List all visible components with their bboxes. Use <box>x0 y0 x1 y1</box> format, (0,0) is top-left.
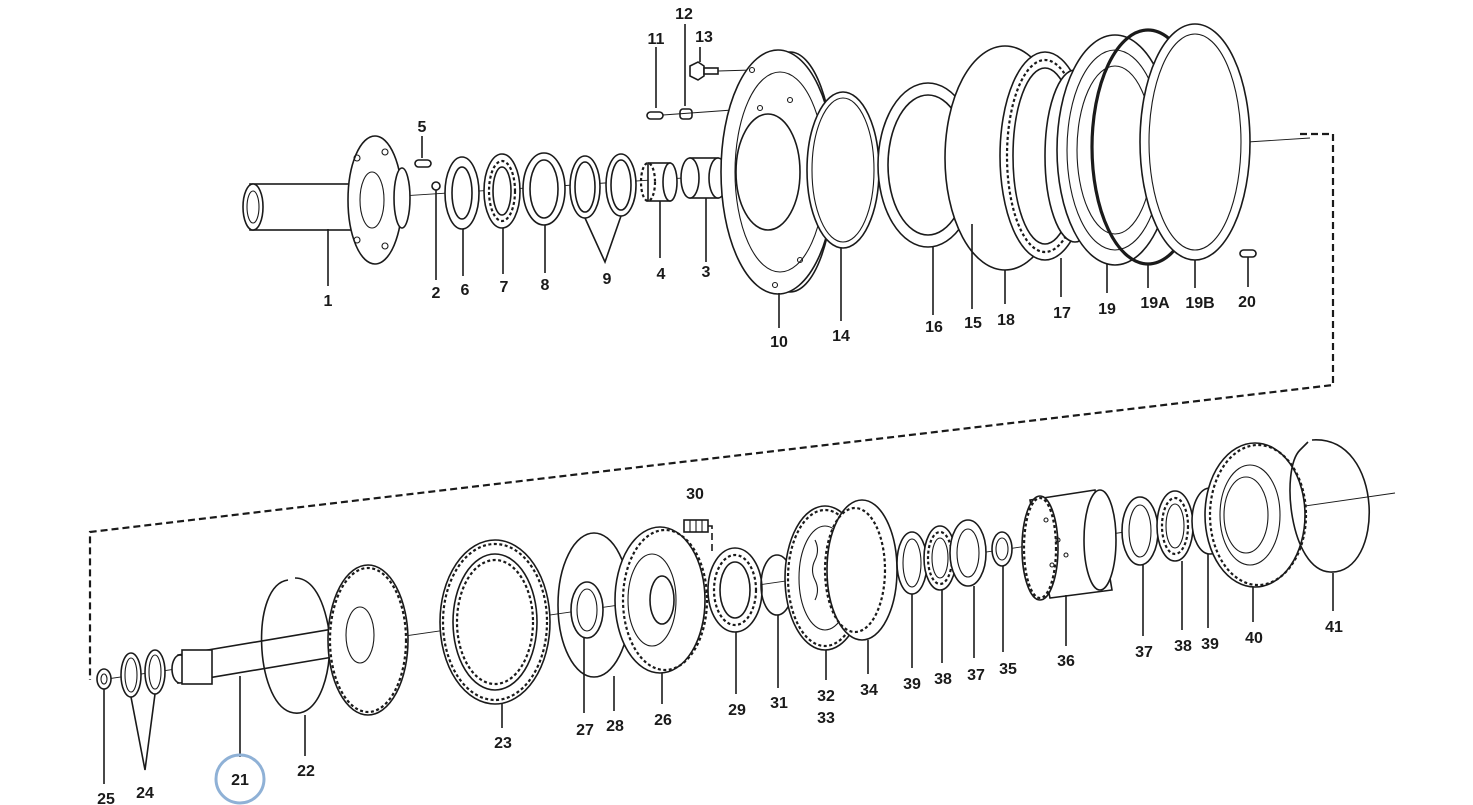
label-35[interactable]: 35 <box>999 661 1017 678</box>
label-38-lower[interactable]: 38 <box>934 671 952 688</box>
label-37-upper[interactable]: 37 <box>1135 644 1153 661</box>
label-24[interactable]: 24 <box>136 785 154 802</box>
lower-leader-lines <box>103 554 1334 784</box>
part-2-ball[interactable] <box>431 181 441 191</box>
label-8[interactable]: 8 <box>541 277 550 294</box>
part-11-pin[interactable] <box>646 111 664 120</box>
label-40[interactable]: 40 <box>1245 630 1263 647</box>
label-11[interactable]: 11 <box>648 31 665 48</box>
label-36[interactable]: 36 <box>1057 653 1075 670</box>
label-25[interactable]: 25 <box>97 791 115 805</box>
part-24-seal-rings[interactable] <box>120 649 166 698</box>
part-20-pin[interactable] <box>1239 249 1257 258</box>
part-6-washer[interactable] <box>444 156 480 230</box>
label-28[interactable]: 28 <box>606 718 624 735</box>
label-10[interactable]: 10 <box>770 334 788 351</box>
part-30-spring[interactable] <box>683 519 709 533</box>
part-5-pin[interactable] <box>414 159 432 168</box>
part-27-washer[interactable] <box>570 581 604 639</box>
label-1[interactable]: 1 <box>324 293 333 310</box>
part-39-ring-lower[interactable] <box>896 531 928 595</box>
label-2[interactable]: 2 <box>432 285 441 302</box>
label-19b[interactable]: 19B <box>1185 295 1214 312</box>
label-39-lower[interactable]: 39 <box>903 676 921 693</box>
label-34[interactable]: 34 <box>860 682 878 699</box>
label-32[interactable]: 32 <box>817 688 835 705</box>
label-21[interactable]: 21 <box>231 772 249 789</box>
label-27[interactable]: 27 <box>576 722 594 739</box>
part-3-bushing[interactable] <box>680 157 728 199</box>
part-labels: 1 2 3 4 5 6 7 8 9 10 11 12 13 14 15 16 1… <box>97 6 1343 805</box>
part-21-gear-disc[interactable] <box>327 564 409 716</box>
label-31[interactable]: 31 <box>770 695 788 712</box>
part-22-snap-ring[interactable] <box>260 577 331 714</box>
part-37-ring-lower[interactable] <box>949 519 987 587</box>
part-1-shaft-flange[interactable] <box>242 135 411 265</box>
part-4-needle-bearing[interactable] <box>639 161 678 203</box>
part-14-o-ring[interactable] <box>806 91 880 249</box>
part-7-bearing-ring[interactable] <box>483 153 521 229</box>
part-29-thrust-bearing[interactable] <box>707 547 763 633</box>
label-26[interactable]: 26 <box>654 712 672 729</box>
highlight-circle-part-21 <box>214 753 266 805</box>
part-25-washer[interactable] <box>96 668 112 690</box>
part-36-clutch-hub[interactable] <box>1021 489 1117 601</box>
part-37-ring-upper[interactable] <box>1121 496 1159 566</box>
label-41[interactable]: 41 <box>1325 619 1343 636</box>
part-26-carrier[interactable] <box>614 526 709 674</box>
label-20[interactable]: 20 <box>1238 294 1256 311</box>
label-19[interactable]: 19 <box>1098 301 1116 318</box>
label-3[interactable]: 3 <box>702 264 711 281</box>
label-16[interactable]: 16 <box>925 319 943 336</box>
part-13-bolt[interactable] <box>689 61 719 81</box>
label-15[interactable]: 15 <box>964 315 982 332</box>
label-12[interactable]: 12 <box>675 6 693 23</box>
label-13[interactable]: 13 <box>695 29 713 46</box>
label-6[interactable]: 6 <box>461 282 470 299</box>
label-30[interactable]: 30 <box>686 486 704 503</box>
label-22[interactable]: 22 <box>297 763 315 780</box>
part-19b-drum[interactable] <box>1139 23 1251 261</box>
label-5[interactable]: 5 <box>418 119 427 136</box>
upper-leader-lines <box>327 24 1249 328</box>
part-41-snap-ring[interactable] <box>1289 439 1371 573</box>
label-18[interactable]: 18 <box>997 312 1015 329</box>
label-17[interactable]: 17 <box>1053 305 1071 322</box>
assembly-connector-dashed-line <box>88 132 1335 680</box>
part-9-rings[interactable] <box>569 153 637 219</box>
label-37-lower[interactable]: 37 <box>967 667 985 684</box>
label-4[interactable]: 4 <box>657 266 666 283</box>
label-29[interactable]: 29 <box>728 702 746 719</box>
part-8-race[interactable] <box>522 152 566 226</box>
part-30-dashed-path <box>708 525 713 555</box>
part-35-washer[interactable] <box>991 531 1013 567</box>
label-19a[interactable]: 19A <box>1140 295 1170 312</box>
label-23[interactable]: 23 <box>494 735 512 752</box>
label-9[interactable]: 9 <box>603 271 612 288</box>
label-7[interactable]: 7 <box>500 279 509 296</box>
part-38-bearing-upper[interactable] <box>1156 490 1194 562</box>
label-14[interactable]: 14 <box>832 328 850 345</box>
part-14-o-ring-inner <box>811 97 875 243</box>
part-40-gear[interactable] <box>1204 442 1308 588</box>
part-23-ring-gear[interactable] <box>439 539 551 705</box>
label-33[interactable]: 33 <box>817 710 835 727</box>
part-10-housing-cover[interactable] <box>720 49 836 295</box>
label-39-upper[interactable]: 39 <box>1201 636 1219 653</box>
label-38-upper[interactable]: 38 <box>1174 638 1192 655</box>
